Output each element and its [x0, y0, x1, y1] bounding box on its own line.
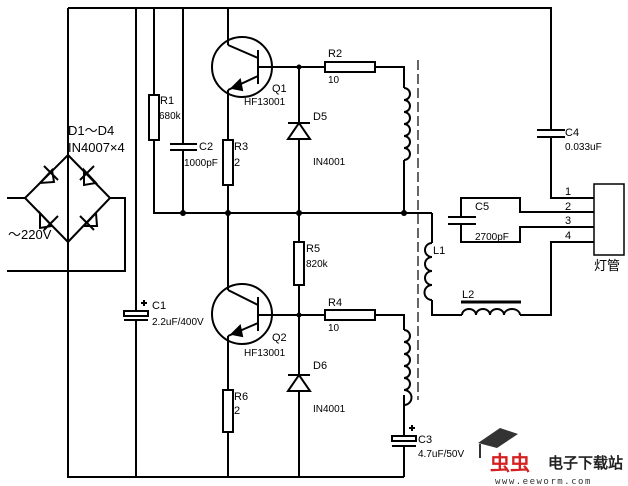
watermark-url: www.eeworm.com [495, 477, 592, 486]
bridge-part: IN4007×4 [68, 140, 125, 155]
resistor-r1 [148, 94, 160, 141]
lamp-pin-3: 3 [565, 215, 571, 227]
diode-d5 [286, 121, 312, 140]
lamp-label: 灯管 [594, 258, 620, 273]
q1-label: Q1 [272, 83, 287, 95]
transformer-winding-top [403, 87, 411, 161]
inductor-l2 [461, 308, 521, 316]
r2-label: R2 [328, 48, 342, 60]
resistor-r4 [324, 309, 376, 321]
transformer-winding-bottom [403, 329, 413, 406]
transistor-q2 [211, 283, 273, 345]
resistor-r2 [324, 61, 376, 73]
r6-label: R6 [234, 391, 248, 403]
watermark-logo: 虫虫 电子下载站 www.eeworm.com [478, 428, 623, 486]
resistor-r5 [293, 241, 305, 286]
capacitor-c5 [448, 216, 476, 225]
lamp-pin-1: 1 [565, 186, 571, 198]
d6-value: IN4001 [313, 404, 346, 415]
c3-label: C3 [418, 434, 432, 446]
capacitor-c1 [123, 300, 149, 321]
r6-value: 2 [234, 405, 240, 417]
resistor-r6 [222, 389, 234, 433]
c4-value: 0.033uF [565, 142, 602, 153]
c2-label: C2 [199, 141, 213, 153]
watermark-brand-text: 电子下载站 [548, 454, 623, 472]
resistor-r3 [222, 139, 234, 186]
d5-label: D5 [313, 111, 327, 123]
transistor-q1 [211, 36, 273, 98]
l1-label: L1 [433, 245, 445, 257]
c1-value: 2.2uF/400V [152, 317, 204, 328]
l2-label: L2 [462, 289, 474, 301]
junction-dots [180, 64, 407, 318]
wires [7, 7, 594, 478]
c5-label: C5 [475, 201, 489, 213]
lamp-pin-2: 2 [565, 201, 571, 213]
r3-value: 2 [234, 157, 240, 169]
lamp-tube [593, 183, 625, 256]
d6-label: D6 [313, 360, 327, 372]
ac-label: ～220V [8, 227, 52, 242]
graduation-cap-icon [478, 428, 518, 448]
r1-value: 680k [159, 111, 182, 122]
r5-label: R5 [306, 243, 320, 255]
c3-value: 4.7uF/50V [418, 449, 464, 460]
c1-label: C1 [152, 300, 166, 312]
capacitor-c2 [170, 143, 197, 151]
lamp-pin-4: 4 [565, 230, 571, 242]
capacitor-c4 [537, 129, 565, 138]
r4-label: R4 [328, 297, 342, 309]
r5-value: 820k [306, 259, 329, 270]
q2-label: Q2 [272, 332, 287, 344]
d5-value: IN4001 [313, 157, 346, 168]
q1-value: HF13001 [244, 97, 286, 108]
c5-value: 2700pF [475, 232, 509, 243]
bridge-label: D1～D4 [68, 123, 114, 138]
inductor-l1 [423, 242, 433, 301]
q2-value: HF13001 [244, 348, 286, 359]
bridge-diodes [37, 165, 99, 231]
r3-label: R3 [234, 141, 248, 153]
watermark-brand-red: 虫虫 [490, 451, 530, 475]
c2-value: 1000pF [184, 158, 218, 169]
diode-d6 [286, 373, 312, 392]
r1-label: R1 [160, 95, 174, 107]
capacitor-c3 [391, 425, 417, 447]
r4-value: 10 [328, 323, 340, 334]
c4-label: C4 [565, 127, 579, 139]
r2-value: 10 [328, 75, 340, 86]
